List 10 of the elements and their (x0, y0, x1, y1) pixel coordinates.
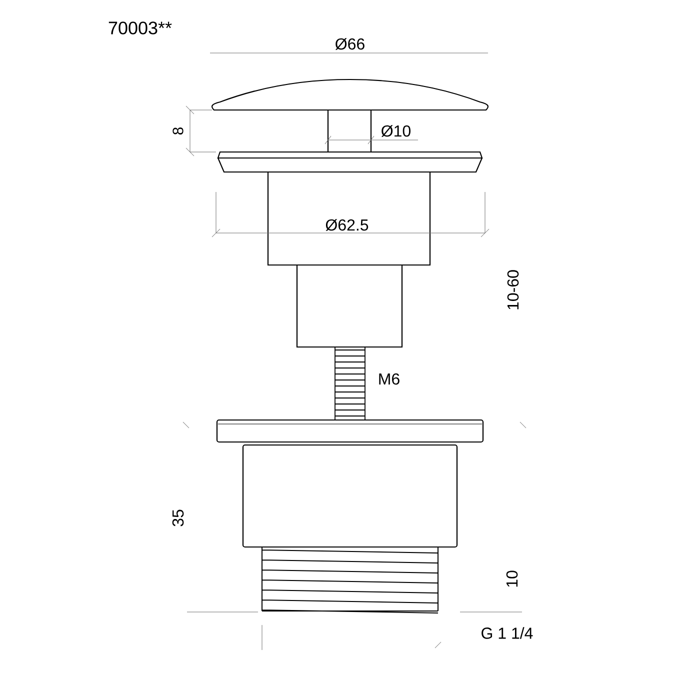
dimension-label: Ø66 (335, 38, 364, 50)
dimension-label: 35 (172, 510, 184, 526)
dimension-label: Ø10 (381, 125, 410, 137)
dimension-label: 8 (172, 127, 184, 134)
dimension-label: 10-60 (507, 270, 519, 310)
model-number: 70003** (108, 22, 172, 34)
thread-label: M6 (379, 373, 400, 385)
dimension-label: 10 (506, 570, 518, 587)
thread-label: G 1 1/4 (482, 627, 533, 639)
dimension-label: Ø62.5 (326, 219, 368, 231)
